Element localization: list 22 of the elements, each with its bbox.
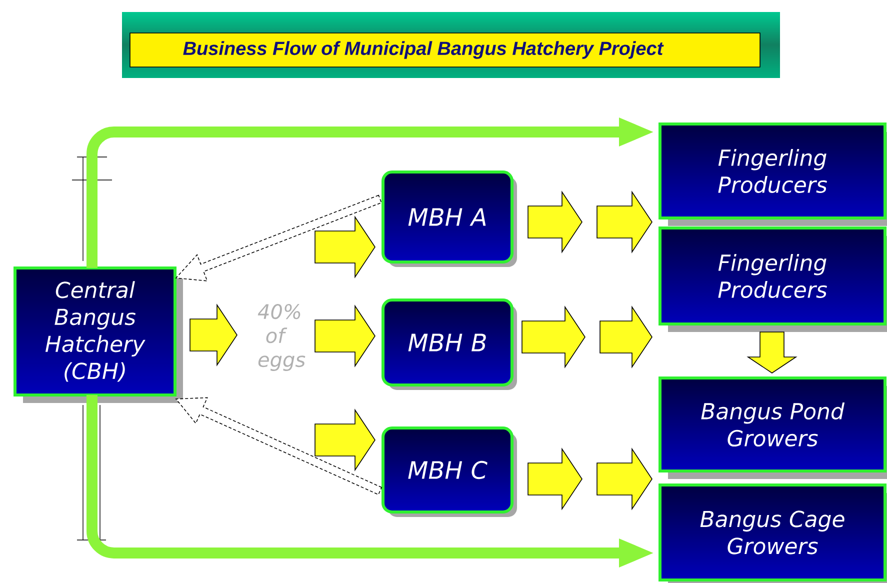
process-box: Central Bangus Hatchery (CBH) [14,266,183,403]
process-box: Fingerling Producers [658,226,887,332]
rounded-box: MBH B [382,298,517,390]
arrow [175,194,382,282]
title-banner: Business Flow of Municipal Bangus Hatchery Project [122,12,780,78]
block-arrow [596,190,652,254]
block-arrow [600,306,652,368]
block-arrow [314,408,376,472]
block-arrow [190,304,238,366]
block-arrow [314,304,376,368]
block-arrow [528,448,582,510]
block-arrow [528,190,582,254]
block-arrow [314,216,376,278]
block-arrow [746,332,798,374]
process-box: Bangus Pond Growers [658,376,887,479]
rounded-box: MBH A [382,170,517,267]
block-arrow [596,448,652,510]
process-box: Fingerling Producers [658,122,887,226]
block-arrow [522,306,586,368]
process-box: Bangus Cage Growers [658,484,887,583]
text-label: 40% of eggs [258,304,306,371]
rounded-box: MBH C [382,426,517,517]
